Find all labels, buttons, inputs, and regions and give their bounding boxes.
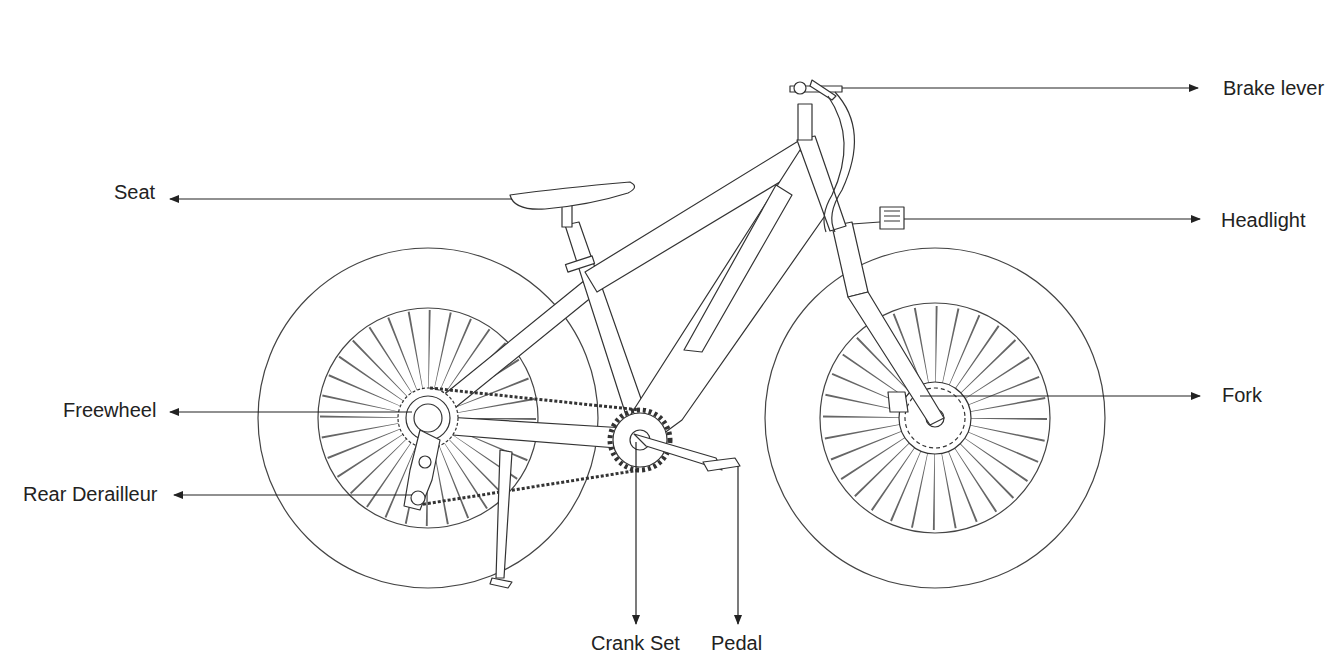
part-label: Seat — [113, 181, 156, 203]
frame — [398, 80, 971, 588]
part-label: Pedal — [710, 632, 763, 654]
part-label: Brake lever — [1222, 77, 1325, 99]
leader-lines — [170, 88, 1200, 624]
part-label: Headlight — [1220, 209, 1307, 231]
part-label: Freewheel — [62, 399, 157, 421]
part-label: Rear Derailleur — [22, 483, 159, 505]
part-label: Fork — [1221, 384, 1263, 406]
part-label: Crank Set — [590, 632, 681, 654]
